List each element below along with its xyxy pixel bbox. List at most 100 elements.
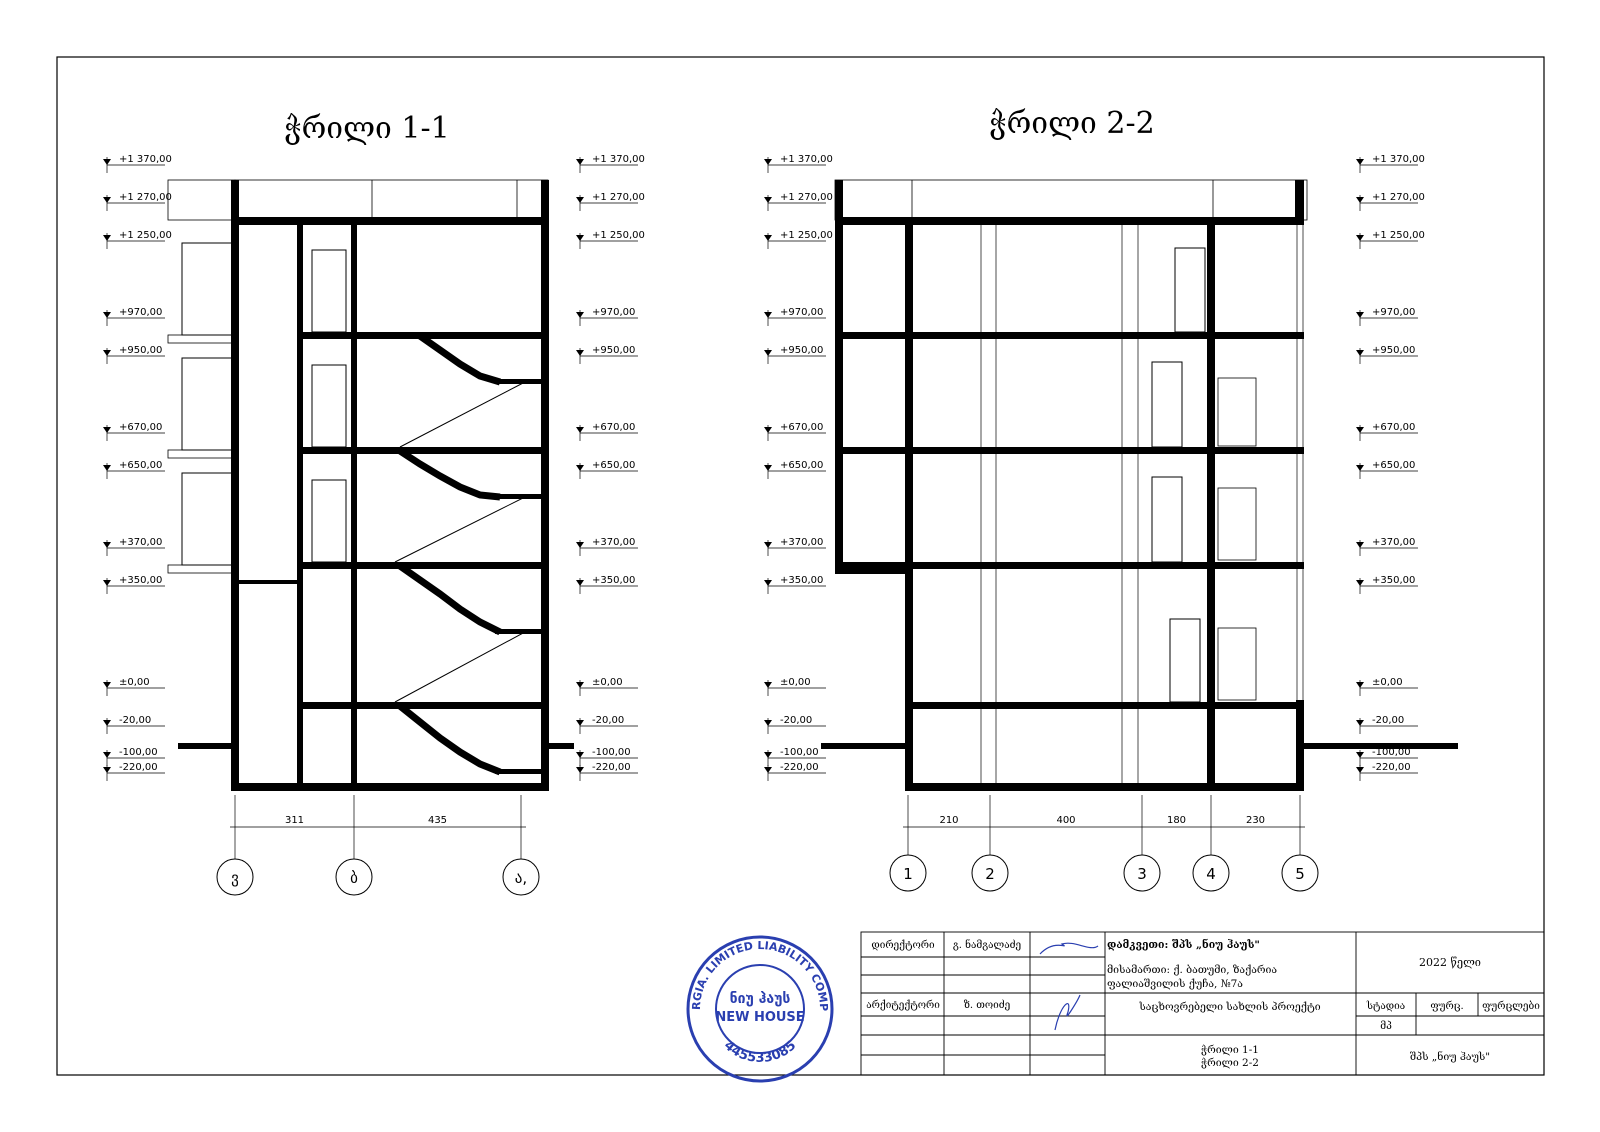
level-mark-label: +350,00 <box>592 575 635 586</box>
level-mark-label: +970,00 <box>780 307 823 318</box>
drawing-name-1: ჭრილი 1-1 <box>1201 1044 1259 1056</box>
director-signature <box>1039 942 1099 955</box>
level-mark-label: +1 370,00 <box>592 154 645 165</box>
axis-bubble <box>971 854 1009 892</box>
dimension-label: 311 <box>285 815 304 826</box>
level-mark-label: +650,00 <box>780 460 823 471</box>
level-mark-label: -20,00 <box>1372 715 1404 726</box>
stage-label: სტადია <box>1366 1001 1405 1012</box>
level-mark-label: +670,00 <box>592 422 635 433</box>
level-mark-label: +1 250,00 <box>1372 230 1425 241</box>
axis-bubble <box>502 858 540 896</box>
director-name: გ. ნამგალაძე <box>953 939 1021 951</box>
sheet-frame <box>56 56 1545 1076</box>
year-text: 2022 წელი <box>1419 956 1481 969</box>
level-mark-label: +370,00 <box>1372 537 1415 548</box>
level-mark-label: -100,00 <box>592 747 631 758</box>
level-mark-label: +970,00 <box>592 307 635 318</box>
stage-value: მპ <box>1380 1021 1392 1032</box>
stamp-arc-text: GEORGIA. LIMITED LIABILITY COMPANY <box>0 0 830 1011</box>
axis-bubble <box>1123 854 1161 892</box>
level-mark-label: +350,00 <box>119 575 162 586</box>
level-mark-label: -20,00 <box>592 715 624 726</box>
architect-label: არქიტექტორი <box>866 1000 940 1011</box>
dimension-label: 230 <box>1246 815 1265 826</box>
level-mark-label: +370,00 <box>119 537 162 548</box>
level-mark-label: +1 270,00 <box>780 192 833 203</box>
sheet-label: ფურც. <box>1430 1001 1463 1012</box>
level-mark-label: +1 370,00 <box>119 154 172 165</box>
axis-label: ვ <box>231 869 239 887</box>
axis-label: 5 <box>1295 865 1305 883</box>
level-mark-label: +350,00 <box>780 575 823 586</box>
section-2-2-drawing <box>821 179 1458 855</box>
level-mark-label: -100,00 <box>1372 747 1411 758</box>
level-mark-label: +950,00 <box>119 345 162 356</box>
axis-bubble <box>1281 854 1319 892</box>
drawing-name-2: ჭრილი 2-2 <box>1201 1057 1259 1069</box>
level-mark-label: +1 250,00 <box>119 230 172 241</box>
level-mark-label: +950,00 <box>592 345 635 356</box>
level-mark-label: -220,00 <box>1372 762 1411 773</box>
level-mark-label: +670,00 <box>780 422 823 433</box>
level-mark-label: ±0,00 <box>780 677 811 688</box>
dimension-label: 400 <box>1056 815 1075 826</box>
dimension-label: 210 <box>939 815 958 826</box>
section-1-1-drawing <box>167 179 574 860</box>
level-mark-label: +970,00 <box>119 307 162 318</box>
level-mark-label: +650,00 <box>592 460 635 471</box>
level-mark-label: -100,00 <box>780 747 819 758</box>
level-mark-label: +370,00 <box>780 537 823 548</box>
level-mark-label: +1 370,00 <box>780 154 833 165</box>
level-mark-label: +650,00 <box>1372 460 1415 471</box>
stamp-name-en: NEW HOUSE <box>715 1010 804 1025</box>
level-mark-label: -220,00 <box>592 762 631 773</box>
architect-name: ზ. თოიძე <box>964 1000 1010 1011</box>
address-line-2: ფალიაშვილის ქუჩა, №7ა <box>1107 978 1243 990</box>
level-mark-label: +350,00 <box>1372 575 1415 586</box>
level-mark-label: +650,00 <box>119 460 162 471</box>
level-mark-label: +970,00 <box>1372 307 1415 318</box>
axis-label: 4 <box>1206 865 1216 883</box>
title-block <box>860 931 1545 1076</box>
sheets-label: ფურცლები <box>1482 1001 1540 1012</box>
customer-text: დამკვეთი: შპს „ნიუ ჰაუს" <box>1107 938 1260 951</box>
level-mark-label: ±0,00 <box>1372 677 1403 688</box>
level-mark-label: +950,00 <box>1372 345 1415 356</box>
project-name: საცხოვრებელი სახლის პროექტი <box>1138 1001 1320 1013</box>
level-mark-label: +950,00 <box>780 345 823 356</box>
level-mark-label: -20,00 <box>119 715 151 726</box>
axis-bubble <box>335 858 373 896</box>
axis-label: 2 <box>985 865 995 883</box>
axis-label: 1 <box>903 865 913 883</box>
level-mark-label: +1 270,00 <box>119 192 172 203</box>
title-block-text: დირექტორი გ. ნამგალაძე არქიტექტორი ზ. თო… <box>866 938 1540 1069</box>
level-mark-label: -100,00 <box>119 747 158 758</box>
level-mark-label: -220,00 <box>119 762 158 773</box>
stamp-code: 445533085 <box>721 1038 799 1066</box>
axis-bubble <box>1192 854 1230 892</box>
level-mark-label: +1 270,00 <box>1372 192 1425 203</box>
level-mark-label: +370,00 <box>592 537 635 548</box>
level-mark-label: +670,00 <box>1372 422 1415 433</box>
section-title-2-2: ჭრილი 2-2 <box>989 106 1154 141</box>
level-mark-label: -220,00 <box>780 762 819 773</box>
director-label: დირექტორი <box>871 940 935 951</box>
level-mark-label: +1 250,00 <box>592 230 645 241</box>
level-mark-label: ±0,00 <box>119 677 150 688</box>
architect-signature <box>1054 994 1081 1031</box>
annotations: +1 370,00 +1 270,00 +1 250,00 +970,00 +950,0… <box>103 154 1425 896</box>
level-mark-label: +670,00 <box>119 422 162 433</box>
axis-bubble <box>216 858 254 896</box>
level-mark-label: +1 270,00 <box>592 192 645 203</box>
axis-label: 3 <box>1137 865 1147 883</box>
axis-bubble <box>889 854 927 892</box>
address-line-1: მისამართი: ქ. ბათუმი, ზაქარია <box>1107 964 1277 976</box>
level-mark-label: ±0,00 <box>592 677 623 688</box>
axis-label: ბ <box>350 869 358 887</box>
level-mark-label: -20,00 <box>780 715 812 726</box>
level-mark-label: +1 250,00 <box>780 230 833 241</box>
axis-label: ა, <box>515 869 527 887</box>
section-title-1-1: ჭრილი 1-1 <box>284 111 449 146</box>
